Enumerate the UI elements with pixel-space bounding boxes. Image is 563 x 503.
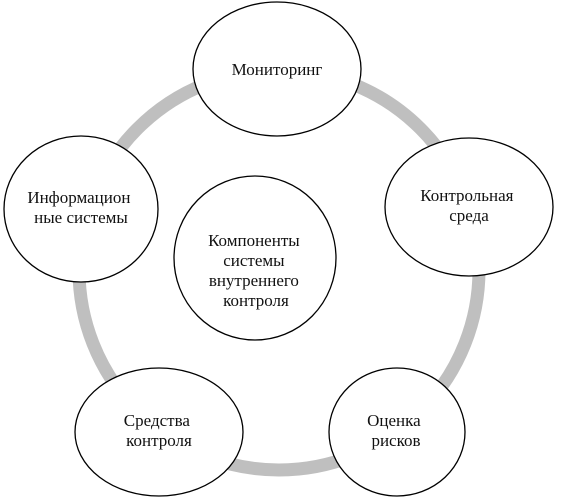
node-control-means: Средства контроля (74, 367, 244, 497)
node-control-environment-shape (384, 137, 554, 277)
node-control-environment: Контрольная среда (384, 137, 554, 277)
center-node-line: системы (223, 251, 285, 270)
node-monitoring: Мониторинг (192, 1, 362, 137)
node-monitoring-label: Мониторинг (232, 60, 323, 79)
center-node: Компоненты системы внутреннего контроля (173, 175, 337, 341)
center-node-shape (173, 175, 337, 341)
node-monitoring-line: Мониторинг (232, 60, 323, 79)
center-node-line: внутреннего (209, 271, 299, 290)
node-control-means-line: Средства (124, 411, 191, 430)
node-control-environment-label: Контрольная среда (420, 186, 517, 225)
node-information-systems-label: Информацион ные системы (27, 188, 134, 227)
node-risk-assessment-line: рисков (371, 431, 420, 450)
node-monitoring-shape (192, 1, 362, 137)
node-control-means-line: контроля (126, 431, 192, 450)
center-node-line: контроля (223, 291, 289, 310)
center-node-label: Компоненты системы внутреннего контроля (208, 231, 304, 310)
node-information-systems-shape (3, 135, 159, 283)
node-risk-assessment-shape (328, 367, 466, 497)
center-node-line: Компоненты (208, 231, 300, 250)
node-control-environment-line: среда (449, 206, 489, 225)
node-information-systems-line: ные системы (34, 208, 128, 227)
node-control-means-label: Средства контроля (124, 411, 194, 450)
node-control-means-shape (74, 367, 244, 497)
node-control-environment-line: Контрольная (420, 186, 513, 205)
node-risk-assessment-label: Оценка рисков (367, 411, 425, 450)
node-risk-assessment: Оценка рисков (328, 367, 466, 497)
node-information-systems: Информацион ные системы (3, 135, 159, 283)
node-information-systems-line: Информацион (27, 188, 130, 207)
node-risk-assessment-line: Оценка (367, 411, 421, 430)
